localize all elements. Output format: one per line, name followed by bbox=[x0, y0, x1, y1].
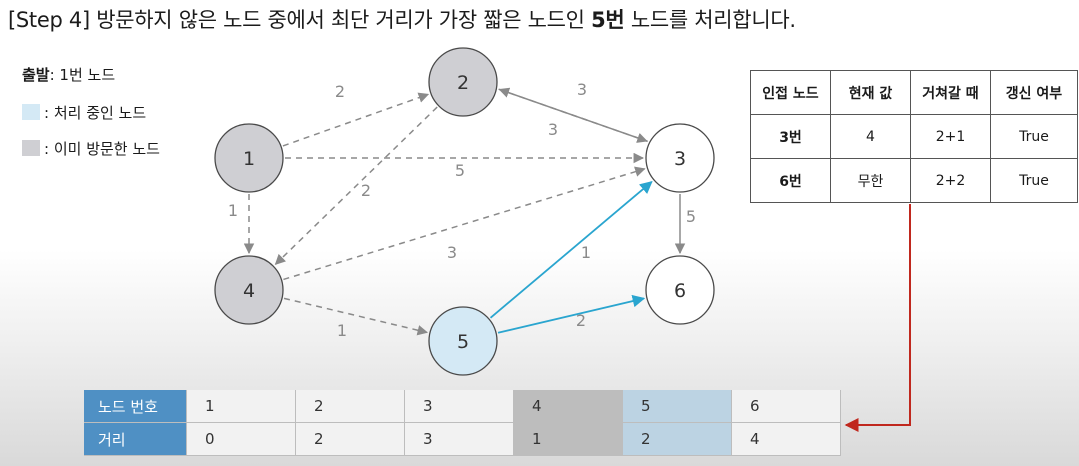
adjacency-cell: True bbox=[990, 158, 1078, 203]
edge-5-6 bbox=[497, 294, 646, 334]
edge-2-4 bbox=[274, 106, 438, 265]
distance-value-cell: 2 bbox=[295, 422, 405, 456]
adjacency-header-cell: 인접 노드 bbox=[750, 70, 831, 115]
graph-node-6: 6 bbox=[645, 255, 715, 325]
adjacency-row: 3번 4 2+1 True bbox=[750, 114, 1078, 159]
edge-weight-label: 1 bbox=[337, 321, 347, 340]
legend-processing-label: : 처리 중인 노드 bbox=[44, 103, 147, 122]
step-label: [Step 4] bbox=[8, 8, 90, 32]
distance-value-cell: 3 bbox=[404, 422, 514, 456]
page-title: [Step 4] 방문하지 않은 노드 중에서 최단 거리가 가장 짧은 노드인… bbox=[8, 4, 796, 34]
distance-value-cell: 0 bbox=[186, 422, 296, 456]
distance-node-cell: 2 bbox=[295, 390, 405, 423]
node-label: 3 bbox=[674, 148, 686, 170]
adjacency-cell: 3번 bbox=[750, 114, 831, 159]
legend: 출발 : 1번 노드 : 처리 중인 노드 : 이미 방문한 노드 bbox=[22, 64, 160, 174]
adjacency-cell: 2+1 bbox=[910, 114, 991, 159]
adjacency-header-cell: 갱신 여부 bbox=[990, 70, 1078, 115]
edge-3-2 bbox=[498, 87, 648, 143]
distance-row-header: 거리 bbox=[84, 422, 187, 456]
visited-swatch bbox=[22, 140, 40, 156]
edge-4-3 bbox=[283, 166, 646, 281]
node-circle bbox=[645, 123, 715, 193]
legend-processing: : 처리 중인 노드 bbox=[22, 102, 160, 122]
node-label: 6 bbox=[674, 280, 686, 302]
title-highlight-node: 5번 bbox=[591, 8, 625, 32]
edge-weight-label: 5 bbox=[455, 161, 465, 180]
node-label: 4 bbox=[243, 280, 255, 302]
node-circle bbox=[428, 306, 498, 376]
edge-weight-label: 2 bbox=[361, 181, 371, 200]
graph-node-1: 1 bbox=[214, 123, 284, 193]
edge-weight-label: 5 bbox=[686, 207, 696, 226]
edge-4-5 bbox=[283, 297, 429, 336]
distance-node-cell: 1 bbox=[186, 390, 296, 423]
adjacency-header-cell: 현재 값 bbox=[830, 70, 911, 115]
edge-weight-label: 3 bbox=[548, 120, 558, 139]
adjacency-table: 인접 노드 현재 값 거쳐갈 때 갱신 여부 3번 4 2+1 True 6번 … bbox=[750, 70, 1078, 203]
adjacency-cell: True bbox=[990, 114, 1078, 159]
legend-visited: : 이미 방문한 노드 bbox=[22, 138, 160, 158]
node-label: 2 bbox=[457, 72, 469, 94]
node-circle bbox=[645, 255, 715, 325]
node-circle bbox=[214, 123, 284, 193]
legend-start: 출발 : 1번 노드 bbox=[22, 64, 160, 84]
legend-start-label: 출발 bbox=[22, 65, 50, 84]
graph-node-2: 2 bbox=[428, 47, 498, 117]
title-text-before: 방문하지 않은 노드 중에서 최단 거리가 가장 짧은 노드인 bbox=[96, 8, 585, 32]
edge-weight-label: 2 bbox=[576, 311, 586, 330]
graph-node-5: 5 bbox=[428, 306, 498, 376]
node-circle bbox=[214, 255, 284, 325]
legend-visited-label: : 이미 방문한 노드 bbox=[44, 139, 160, 158]
edge-1-2 bbox=[282, 92, 430, 147]
distance-node-cell: 3 bbox=[404, 390, 514, 423]
node-circle bbox=[428, 47, 498, 117]
node-label: 5 bbox=[457, 331, 469, 353]
adjacency-cell: 4 bbox=[830, 114, 911, 159]
graph-node-3: 3 bbox=[645, 123, 715, 193]
graph-node-4: 4 bbox=[214, 255, 284, 325]
edge-weight-label: 1 bbox=[581, 243, 591, 262]
distance-value-cell: 4 bbox=[731, 422, 841, 456]
distance-node-cell: 4 bbox=[513, 390, 623, 423]
distance-value-cell: 2 bbox=[622, 422, 732, 456]
connector-arrow bbox=[844, 204, 911, 432]
edge-5-3 bbox=[489, 181, 653, 319]
adjacency-header-row: 인접 노드 현재 값 거쳐갈 때 갱신 여부 bbox=[750, 70, 1078, 115]
edges-layer: 2 5 1 3 3 2 3 1 1 2 5 bbox=[228, 80, 696, 340]
distance-node-cell: 5 bbox=[622, 390, 732, 423]
legend-start-value: : 1번 노드 bbox=[49, 65, 116, 84]
adjacency-header-cell: 거쳐갈 때 bbox=[910, 70, 991, 115]
node-label: 1 bbox=[243, 148, 255, 170]
adjacency-cell: 2+2 bbox=[910, 158, 991, 203]
title-text-after: 노드를 처리합니다. bbox=[630, 8, 796, 32]
adjacency-cell: 무한 bbox=[830, 158, 911, 203]
edge-weight-label: 2 bbox=[335, 82, 345, 101]
processing-swatch bbox=[22, 104, 40, 120]
adjacency-cell: 6번 bbox=[750, 158, 831, 203]
distance-value-cell: 1 bbox=[513, 422, 623, 456]
nodes-layer: 1 2 3 4 5 6 bbox=[214, 47, 715, 376]
edge-weight-label: 1 bbox=[228, 201, 238, 220]
edge-weight-label: 3 bbox=[577, 80, 587, 99]
distance-node-cell: 6 bbox=[731, 390, 841, 423]
distance-row-header: 노드 번호 bbox=[84, 390, 187, 423]
adjacency-row: 6번 무한 2+2 True bbox=[750, 158, 1078, 203]
edge-weight-label: 3 bbox=[447, 243, 457, 262]
